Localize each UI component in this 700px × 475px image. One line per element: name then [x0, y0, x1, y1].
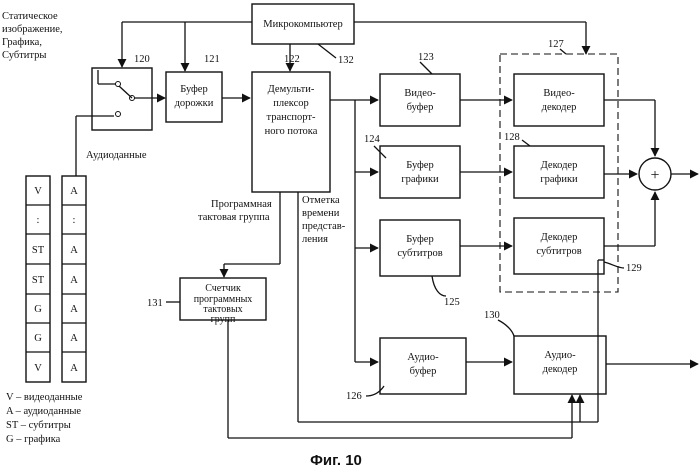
audio-buffer-label-1: Аудио-	[407, 352, 439, 363]
label-124: 124	[364, 134, 381, 145]
graphics-decoder-label-2: графики	[540, 174, 578, 185]
stream-a-cell: A	[70, 333, 78, 344]
video-decoder-label-2: декодер	[542, 102, 577, 113]
graphics-buffer-label-1: Буфер	[406, 160, 433, 171]
legend-item: V – видеоданные	[6, 392, 83, 403]
graphics-decoder-box	[514, 146, 604, 198]
track-buffer-label-1: Буфер	[180, 84, 207, 95]
demux-label-2: плексор	[273, 98, 309, 109]
switch-contact-top	[116, 82, 121, 87]
stream-v-cell: G	[34, 333, 42, 344]
stream-a-cell: A	[70, 363, 78, 374]
label-131: 131	[147, 298, 163, 309]
program-clock-label-2: тактовая группа	[198, 212, 270, 223]
audio-data-label: Аудиоданные	[86, 150, 147, 161]
legend-item: A – аудиоданные	[6, 406, 81, 417]
label-130: 130	[484, 310, 500, 321]
figure-caption: Фиг. 10	[310, 452, 362, 469]
timestamp-label-3: представ-	[302, 221, 346, 232]
graphics-buffer-label-2: графики	[401, 174, 439, 185]
label-120: 120	[134, 54, 150, 65]
adder-symbol: +	[650, 167, 659, 184]
label-129: 129	[626, 263, 642, 274]
graphics-buffer-box	[380, 146, 460, 198]
stream-a-cell: A	[70, 304, 78, 315]
input-label-line4: Субтитры	[2, 50, 46, 61]
label-128: 128	[504, 132, 520, 143]
stream-v-cell: G	[34, 304, 42, 315]
timestamp-label-4: ления	[302, 234, 328, 245]
timestamp-label-1: Отметка	[302, 195, 340, 206]
video-buffer-label-1: Видео-	[404, 88, 436, 99]
audio-decoder-label-1: Аудио-	[544, 350, 576, 361]
label-122: 122	[284, 54, 300, 65]
video-buffer-label-2: буфер	[407, 102, 434, 113]
video-buffer-box	[380, 74, 460, 126]
legend-item: ST – субтитры	[6, 420, 71, 431]
subtitle-decoder-label-2: субтитров	[536, 246, 581, 257]
audio-buffer-label-2: буфер	[410, 366, 437, 377]
demux-label-4: ного потока	[265, 126, 318, 137]
track-buffer-box	[166, 72, 222, 122]
microcomputer-label: Микрокомпьютер	[263, 19, 342, 30]
stream-a-cell: A	[70, 275, 78, 286]
stream-v-cell: V	[34, 363, 42, 374]
counter-label-4: групп	[211, 314, 236, 325]
stream-a-cell: A	[70, 245, 78, 256]
stream-v-cell: ST	[32, 275, 45, 286]
video-decoder-label-1: Видео-	[543, 88, 575, 99]
program-clock-label-1: Программная	[211, 199, 272, 210]
stream-a-cell: A	[70, 186, 78, 197]
switch-box	[92, 68, 152, 130]
label-126: 126	[346, 391, 362, 402]
label-132: 132	[338, 55, 354, 66]
stream-v-cell: :	[37, 215, 40, 226]
graphics-decoder-label-1: Декодер	[541, 160, 578, 171]
stream-video-column: V : ST ST G G V	[26, 176, 50, 382]
label-125: 125	[444, 297, 460, 308]
subtitle-decoder-label-1: Декодер	[541, 232, 578, 243]
audio-decoder-label-2: декодер	[543, 364, 578, 375]
subtitle-buffer-label-1: Буфер	[406, 234, 433, 245]
stream-v-cell: ST	[32, 245, 45, 256]
switch-contact-bottom	[116, 112, 121, 117]
video-decoder-box	[514, 74, 604, 126]
stream-v-cell: V	[34, 186, 42, 197]
counter-label-1: Счетчик	[205, 283, 241, 294]
timestamp-label-2: времени	[302, 208, 340, 219]
label-121: 121	[204, 54, 220, 65]
demux-label-1: Демульти-	[268, 84, 315, 95]
label-127: 127	[548, 39, 564, 50]
subtitle-buffer-label-2: субтитров	[397, 248, 442, 259]
legend-item: G – графика	[6, 434, 61, 445]
label-123: 123	[418, 52, 434, 63]
track-buffer-label-2: дорожки	[175, 98, 214, 109]
input-label-line3: Графика,	[2, 37, 42, 48]
stream-audio-column: A : A A A A A	[62, 176, 86, 382]
stream-a-cell: :	[73, 215, 76, 226]
input-label-line1: Статическое	[2, 11, 58, 22]
input-label-line2: изображение,	[2, 24, 63, 35]
demux-label-3: транспорт-	[267, 112, 316, 123]
